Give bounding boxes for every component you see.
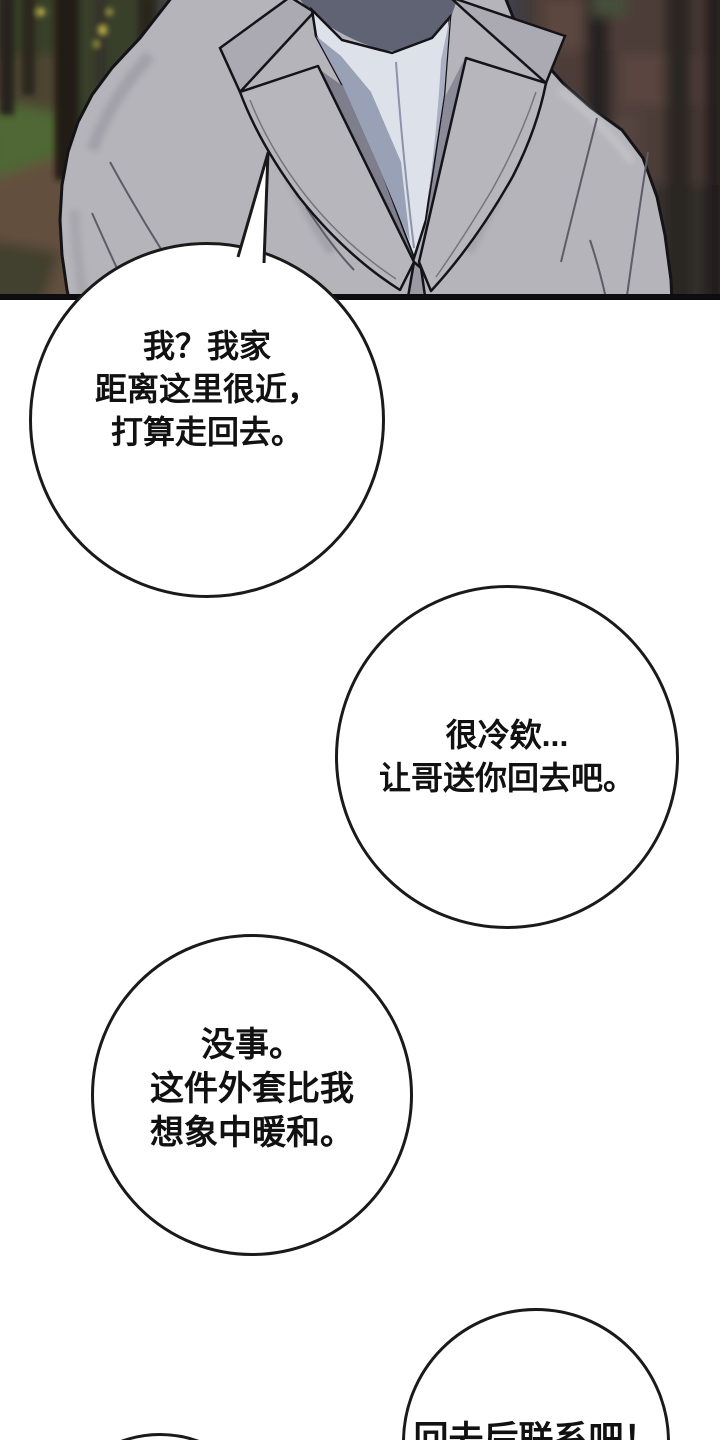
bubble-text-line: 想象中暖和。	[150, 1114, 354, 1152]
speech-bubble-2-text: 很冷欸... 让哥送你回去吧。	[338, 714, 676, 800]
speech-bubble-5	[46, 1433, 274, 1440]
shirt-fold-line	[395, 61, 415, 249]
speech-bubble-1: 我？我家 距离这里很近， 打算走回去。	[29, 242, 385, 598]
bubble-text-line: 距离这里很近，	[94, 371, 319, 407]
speech-bubble-4-text: 回去后联系吧！	[405, 1417, 667, 1440]
speech-bubble-3-text: 没事。 这件外套比我 想象中暖和。	[94, 1023, 410, 1155]
shirt-shadow-right	[428, 17, 450, 200]
neck-shadow	[300, 0, 457, 51]
speech-bubble-3: 没事。 这件外套比我 想象中暖和。	[91, 934, 413, 1256]
bubble-text-line: 很冷欸...	[445, 717, 569, 753]
bubble-text-line: 让哥送你回去吧。	[378, 760, 635, 796]
lapel-edge-line-left	[249, 99, 397, 280]
speech-bubble-2: 很冷欸... 让哥送你回去吧。	[335, 585, 679, 929]
panel-border-bottom	[0, 294, 720, 300]
lapel-right	[417, 56, 548, 293]
speech-bubble-1-text: 我？我家 距离这里很近， 打算走回去。	[32, 325, 382, 454]
lapel-left	[238, 64, 416, 292]
scene-panel	[0, 0, 720, 300]
bubble-text-line: 没事。	[201, 1026, 303, 1064]
bubble-text-line: 回去后联系吧！	[413, 1420, 659, 1440]
bubble-text-line: 打算走回去。	[110, 414, 303, 450]
bubble-text-line: 我？我家	[142, 328, 271, 364]
speech-bubble-4: 回去后联系吧！	[402, 1308, 670, 1440]
speech-bubble-1-tail-icon	[236, 151, 270, 264]
coat-closure	[406, 260, 427, 300]
bubble-text-line: 这件外套比我	[150, 1070, 354, 1108]
lapel-edge-line-right	[435, 91, 537, 278]
